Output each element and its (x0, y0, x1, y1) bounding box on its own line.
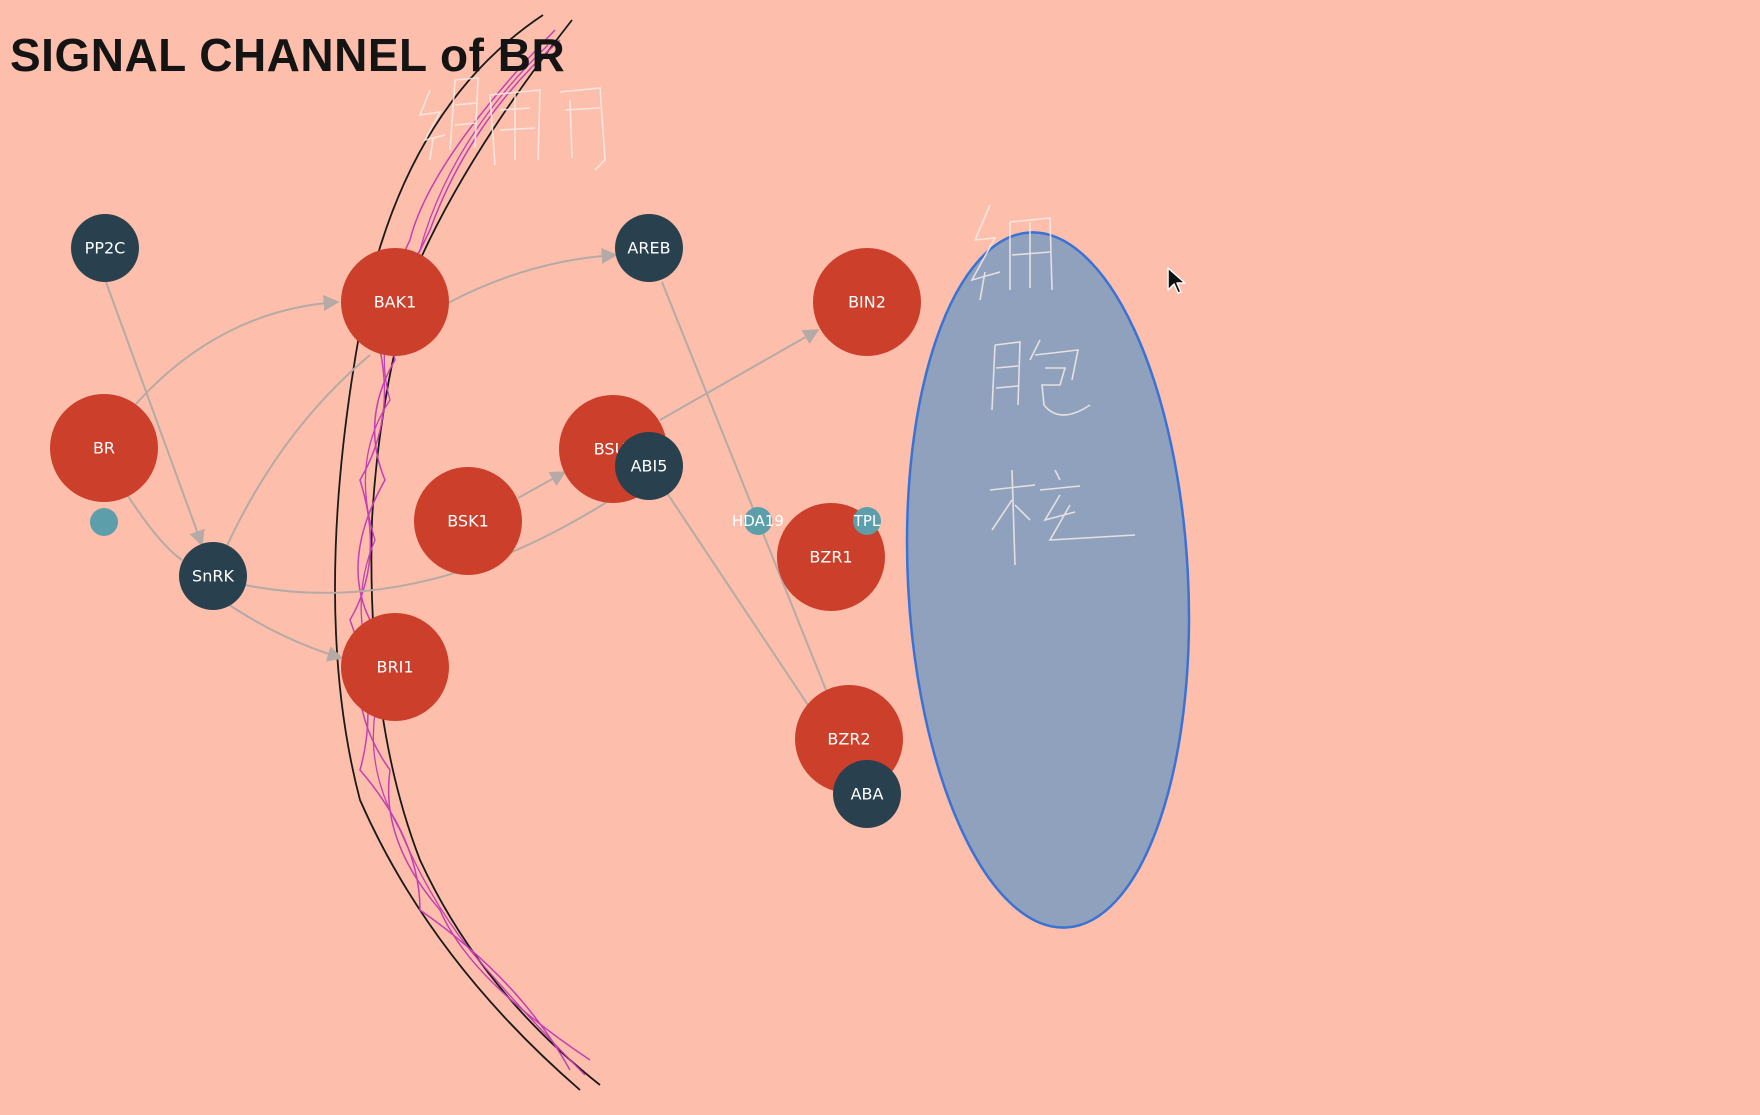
node-snrk[interactable]: SnRK (179, 542, 247, 610)
edge-snrk-bri1 (221, 599, 344, 662)
node-bsk1-label: BSK1 (447, 512, 489, 531)
mouse-cursor-icon (1167, 267, 1186, 294)
node-bzr1-label: BZR1 (809, 548, 852, 567)
node-tpl-label: TPL (853, 512, 881, 530)
node-tpl[interactable]: TPL (853, 507, 881, 535)
edge-snrk-bsu (244, 499, 611, 594)
node-bin2[interactable]: BIN2 (813, 248, 921, 356)
edge-areb-bzr2 (661, 281, 829, 696)
edge-br-snrk (127, 495, 183, 561)
node-bin2-label: BIN2 (848, 293, 886, 312)
node-abi5-label: ABI5 (631, 457, 668, 476)
edge-bsu-bin2 (659, 329, 820, 421)
page-title: SIGNAL CHANNEL of BR (10, 29, 566, 81)
edge-bsk1-bsu (517, 471, 567, 499)
node-areb[interactable]: AREB (615, 214, 683, 282)
nucleus (905, 231, 1191, 929)
nucleus-handwriting (970, 204, 1136, 566)
node-hda19-label: HDA19 (732, 512, 784, 530)
node-bri1[interactable]: BRI1 (341, 613, 449, 721)
node-pp2c-label: PP2C (85, 239, 126, 258)
node-br-label: BR (93, 439, 115, 458)
edge-br-bak1 (134, 294, 340, 406)
edges (105, 247, 829, 706)
node-bsk1[interactable]: BSK1 (414, 467, 522, 575)
edge-snrk-bak1 (224, 354, 371, 551)
edge-bak1-areb (447, 247, 618, 304)
membrane-handwriting (418, 77, 606, 171)
edge-abi5-bzr2 (664, 489, 809, 706)
node-aba-label: ABA (851, 785, 884, 804)
node-bak1-label: BAK1 (374, 293, 417, 312)
node-bak1[interactable]: BAK1 (341, 248, 449, 356)
node-snrk-label: SnRK (192, 567, 234, 586)
br-cofactor-dot (90, 508, 118, 536)
node-aba[interactable]: ABA (833, 760, 901, 828)
node-bzr2-label: BZR2 (827, 730, 870, 749)
node-hda19[interactable]: HDA19 (732, 507, 784, 535)
node-bri1-label: BRI1 (377, 658, 414, 677)
edge-pp2c-snrk (105, 281, 205, 547)
node-pp2c[interactable]: PP2C (71, 214, 139, 282)
cell-membrane (334, 14, 601, 1091)
node-areb-label: AREB (627, 239, 670, 258)
node-abi5[interactable]: ABI5 (615, 432, 683, 500)
node-br[interactable]: BR (50, 394, 158, 502)
